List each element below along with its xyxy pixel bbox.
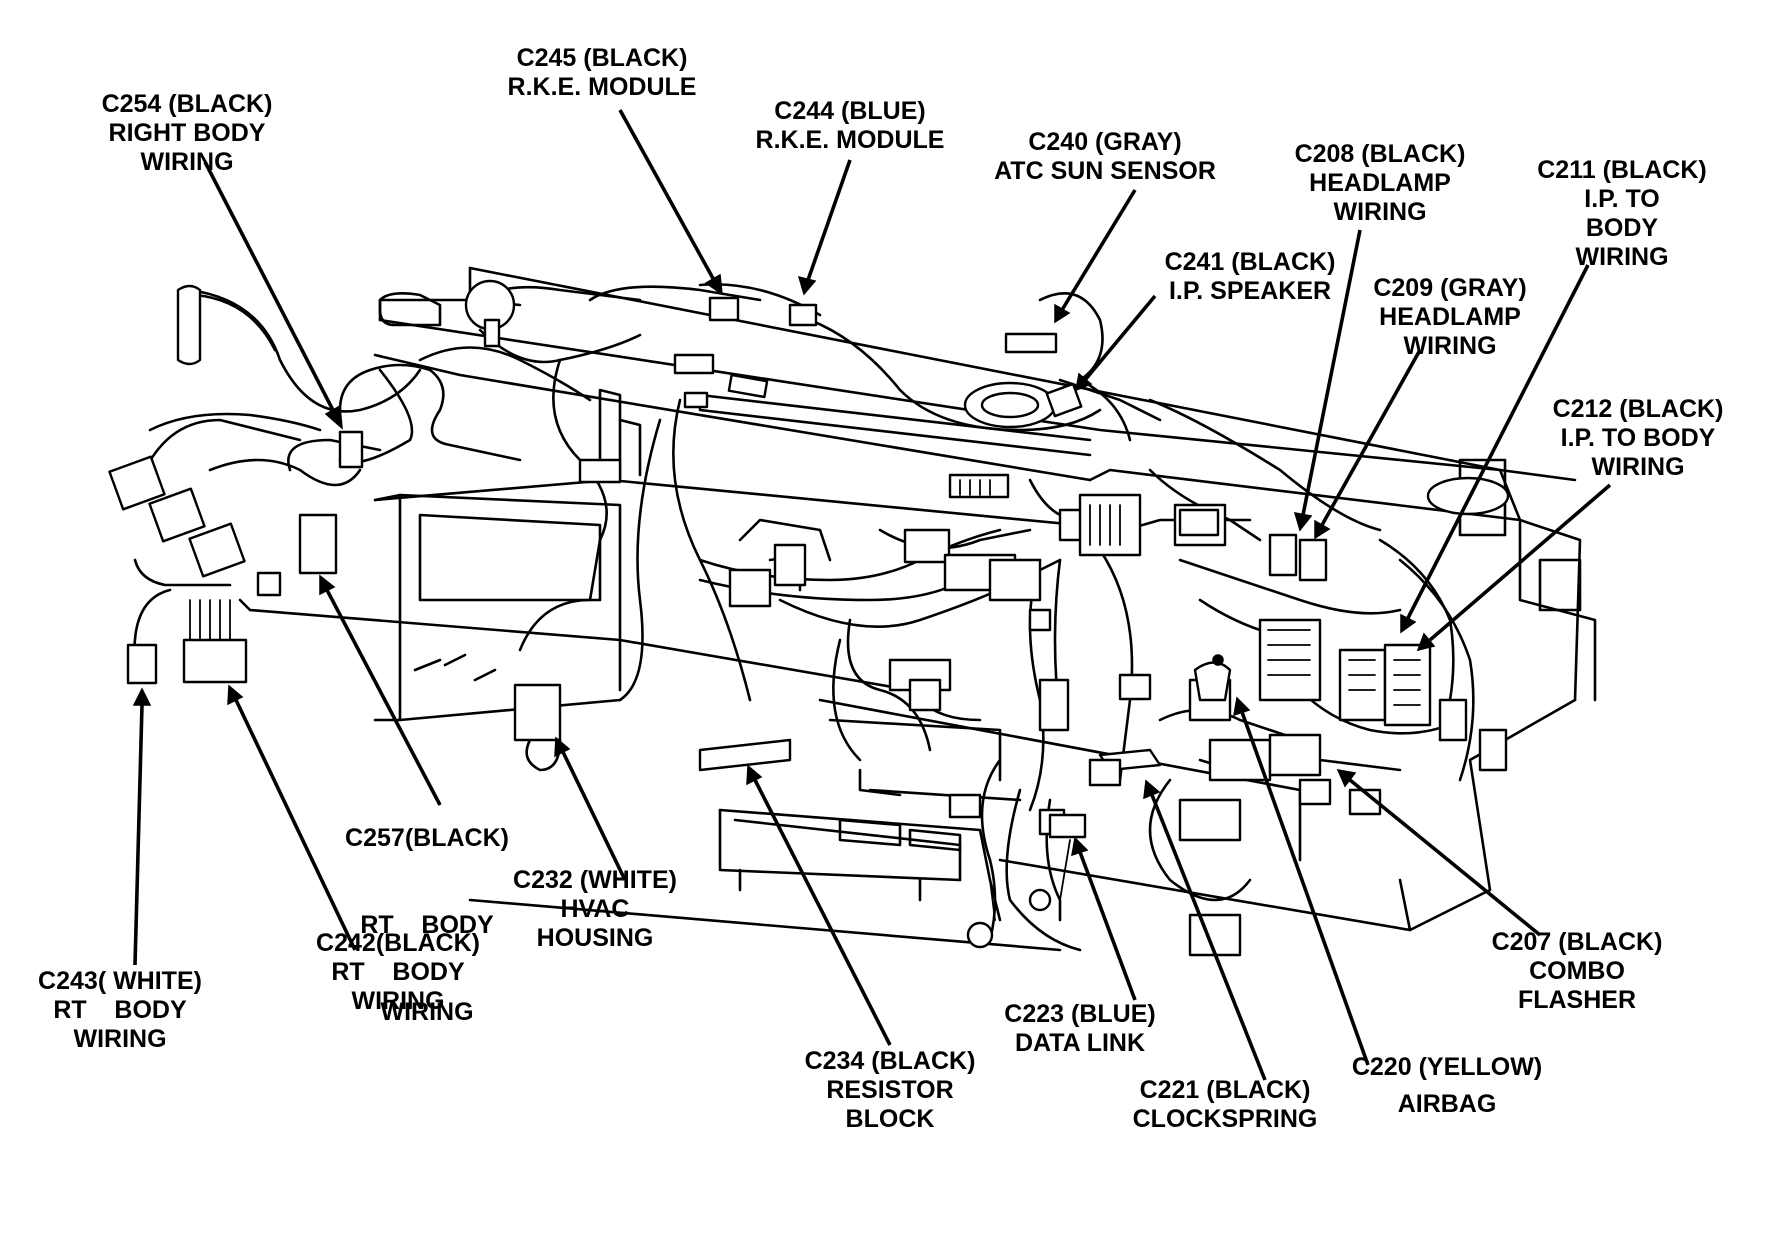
callout-c245: C245 (BLACK) R.K.E. MODULE — [508, 44, 697, 102]
callout-c257-desc-1: RT BODY — [360, 911, 494, 939]
callout-c212-desc-2: WIRING — [1591, 453, 1685, 481]
callout-c232-desc-2: HOUSING — [536, 924, 654, 952]
callout-c221: C221 (BLACK) CLOCKSPRING — [1133, 1076, 1318, 1134]
callout-c207: C207 (BLACK) COMBO FLASHER — [1492, 928, 1663, 1015]
connectors — [108, 279, 1510, 957]
callout-c244-code: C244 (BLUE) — [774, 97, 926, 125]
callout-c221-desc-1: CLOCKSPRING — [1132, 1105, 1318, 1133]
callout-c209-desc-1: HEADLAMP — [1379, 303, 1521, 331]
callout-c221-code: C221 (BLACK) — [1139, 1076, 1311, 1104]
callout-c240-desc-1: ATC SUN SENSOR — [994, 157, 1216, 185]
callout-c242: C242(BLACK) RT BODY WIRING — [316, 929, 480, 1016]
callout-c257-desc-2: WIRING — [380, 998, 474, 1026]
callout-c234-desc-2: BLOCK — [845, 1105, 935, 1133]
callout-c211: C211 (BLACK) I.P. TO BODY WIRING — [1537, 156, 1706, 272]
callout-c240: C240 (GRAY) ATC SUN SENSOR — [994, 128, 1216, 186]
callout-c232-desc-1: HVAC — [560, 895, 630, 923]
callout-c211-desc-3: WIRING — [1575, 243, 1669, 271]
callout-c242-code: C242(BLACK) — [316, 929, 480, 957]
callout-c243-desc-2: WIRING — [73, 1025, 167, 1053]
callout-c212-code: C212 (BLACK) — [1552, 395, 1724, 423]
callout-c207-desc-2: FLASHER — [1517, 986, 1637, 1014]
callout-c208-code: C208 (BLACK) — [1294, 140, 1466, 168]
callout-c234-code: C234 (BLACK) — [804, 1047, 976, 1075]
callout-c209-desc-2: WIRING — [1403, 332, 1497, 360]
callout-c223-desc-1: DATA LINK — [1014, 1029, 1146, 1057]
callout-c243-code: C243( WHITE) — [38, 967, 202, 995]
callout-c243: C243( WHITE) RT BODY WIRING — [38, 967, 202, 1054]
callout-c220-code: C220 (YELLOW) — [1351, 1053, 1543, 1081]
callout-c254-code: C254 (BLACK) — [101, 90, 273, 118]
callout-c254-desc-2: WIRING — [140, 148, 234, 176]
callout-c242-desc-1: RT BODY — [331, 958, 465, 986]
callout-c223: C223 (BLUE) DATA LINK — [1004, 1000, 1155, 1058]
callout-c208-desc-2: WIRING — [1333, 198, 1427, 226]
callout-c209-code: C209 (GRAY) — [1373, 274, 1527, 302]
callout-c208: C208 (BLACK) HEADLAMP WIRING — [1295, 140, 1466, 227]
callout-c243-desc-1: RT BODY — [53, 996, 187, 1024]
callout-c207-code: C207 (BLACK) — [1491, 928, 1663, 956]
callout-c241-code: C241 (BLACK) — [1164, 248, 1336, 276]
callout-c245-code: C245 (BLACK) — [516, 44, 688, 72]
callout-c212-desc-1: I.P. TO BODY — [1560, 424, 1716, 452]
callout-c254: C254 (BLACK) RIGHT BODY WIRING — [102, 90, 273, 177]
callout-c257: C257(BLACK) RT BODY WIRING — [345, 766, 509, 1056]
callout-c232: C232 (WHITE) HVAC HOUSING — [513, 866, 677, 953]
callout-c220-desc-1 — [1352, 1082, 1542, 1090]
callout-c242-desc-2: WIRING — [351, 987, 445, 1015]
callout-c211-desc-1: I.P. TO — [1584, 185, 1660, 213]
callout-c241: C241 (BLACK) I.P. SPEAKER — [1165, 248, 1336, 306]
callout-c220: C220 (YELLOW) AIRBAG — [1352, 1053, 1542, 1119]
callout-c234: C234 (BLACK) RESISTOR BLOCK — [805, 1047, 976, 1134]
leader-lines — [132, 109, 1612, 1081]
callout-c223-code: C223 (BLUE) — [1004, 1000, 1156, 1028]
callout-c240-code: C240 (GRAY) — [1028, 128, 1182, 156]
callout-c211-code: C211 (BLACK) — [1537, 156, 1707, 184]
callout-c211-desc-2: BODY — [1585, 214, 1659, 242]
callout-c232-code: C232 (WHITE) — [513, 866, 677, 894]
callout-c208-desc-1: HEADLAMP — [1309, 169, 1451, 197]
callout-c241-desc-1: I.P. SPEAKER — [1168, 277, 1332, 305]
callout-c254-desc-1: RIGHT BODY — [108, 119, 266, 147]
callout-c245-desc-1: R.K.E. MODULE — [507, 73, 697, 101]
callout-c220-desc-2: AIRBAG — [1397, 1090, 1497, 1118]
callout-c207-desc-1: COMBO — [1529, 957, 1625, 985]
callout-c209: C209 (GRAY) HEADLAMP WIRING — [1373, 274, 1526, 361]
callout-c234-desc-1: RESISTOR — [826, 1076, 954, 1104]
callout-c212: C212 (BLACK) I.P. TO BODY WIRING — [1553, 395, 1724, 482]
callout-c257-code: C257(BLACK) — [345, 824, 509, 852]
callout-c244: C244 (BLUE) R.K.E. MODULE — [756, 97, 945, 155]
callout-c244-desc-1: R.K.E. MODULE — [755, 126, 945, 154]
